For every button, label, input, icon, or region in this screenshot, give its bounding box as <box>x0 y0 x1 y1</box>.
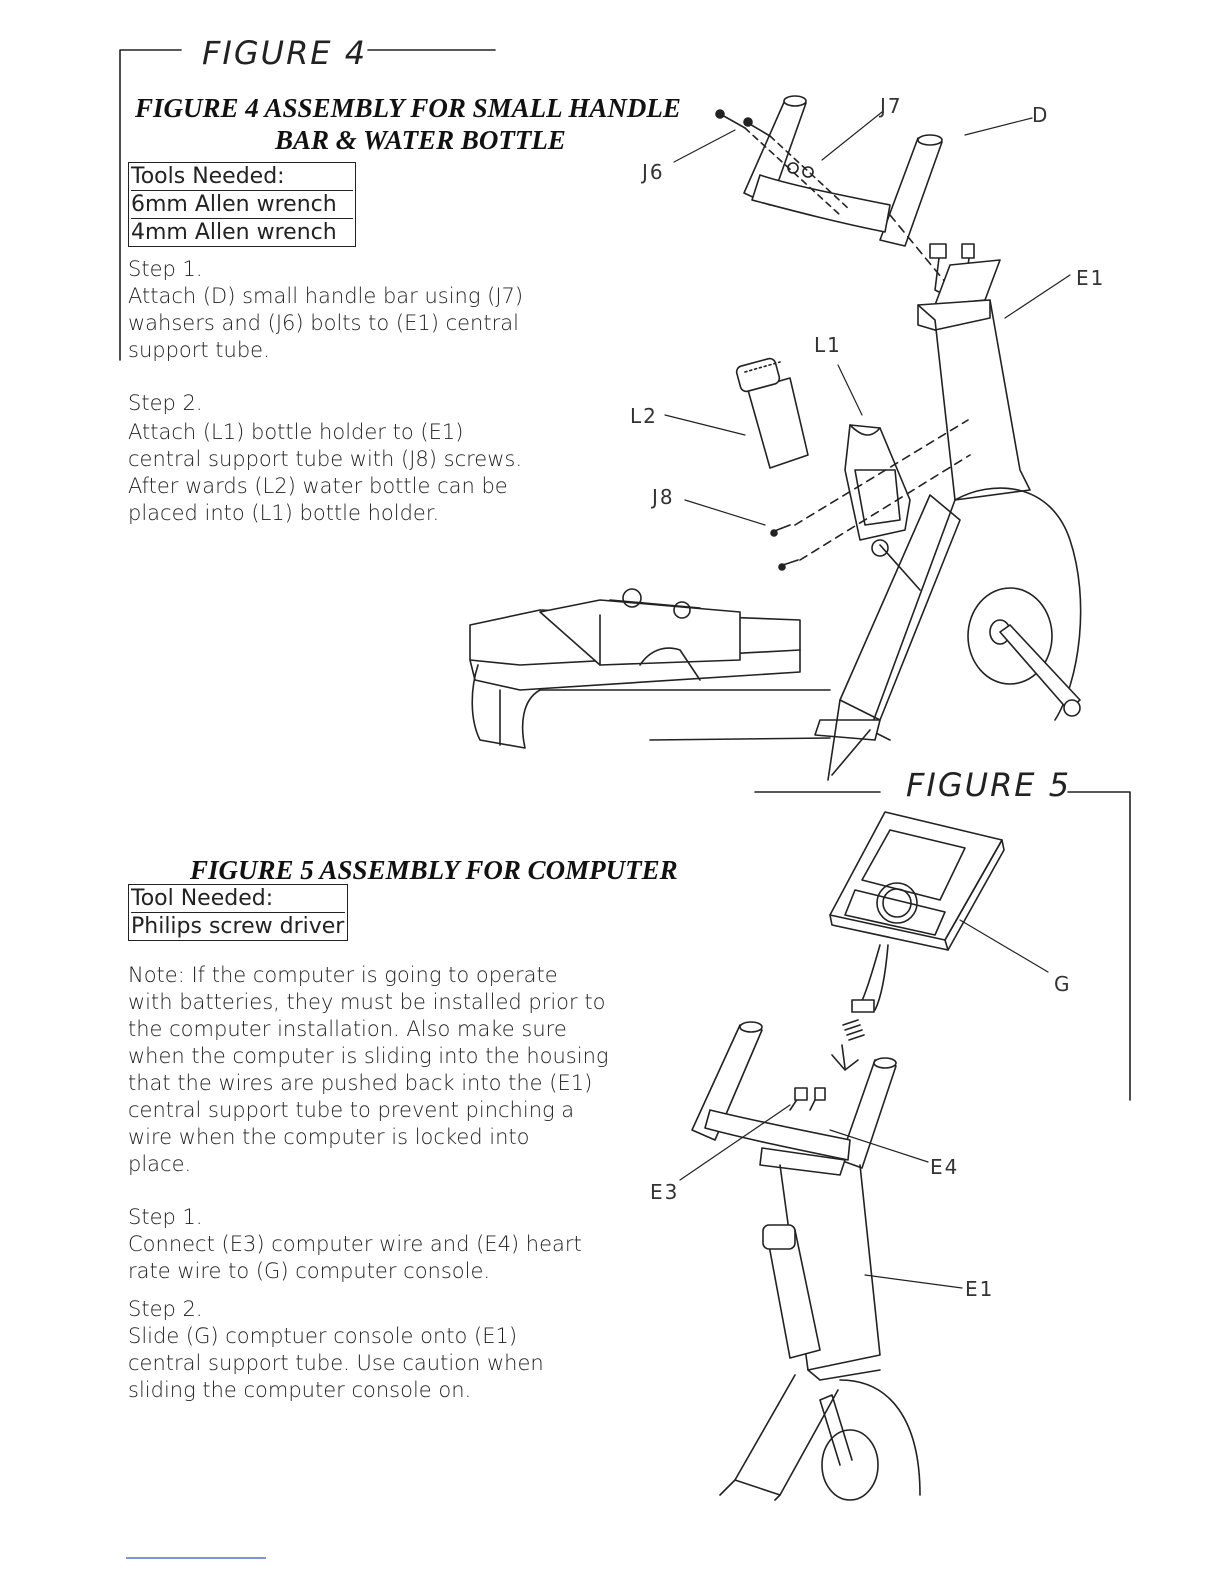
figure5-handwritten-label: FIGURE 5 <box>906 766 1072 804</box>
figure5-tools-box: Tool Needed: Philips screw driver <box>128 884 348 941</box>
tools-heading: Tool Needed: <box>131 886 274 911</box>
tool-item: Philips screw driver <box>131 912 345 939</box>
callout-l1: L1 <box>814 333 842 357</box>
callout-e4: E4 <box>930 1155 960 1179</box>
figure4-step1-text: Attach (D) small handle bar using (J7) w… <box>128 284 524 362</box>
figure5-tube-drawing <box>691 1021 921 1501</box>
figure5-step1-heading: Step 1. <box>128 1205 203 1229</box>
bottle-holder-l1-drawing <box>844 424 911 541</box>
callout-d: D <box>1032 103 1050 127</box>
tools-heading: Tools Needed: <box>131 164 285 189</box>
figure5-step2-text: Slide (G) comptuer console onto (E1) cen… <box>128 1324 544 1402</box>
callout-e1: E1 <box>1076 266 1106 290</box>
figure4-step2-text: Attach (L1) bottle holder to (E1) centra… <box>128 420 523 525</box>
figure5-title: FIGURE 5 ASSEMBLY FOR COMPUTER <box>190 855 678 885</box>
figure4-title-line2: BAR & WATER BOTTLE <box>275 125 566 155</box>
callout-l2: L2 <box>630 404 658 428</box>
figure4-frame <box>119 49 182 361</box>
central-tube-e1-drawing <box>814 299 1082 781</box>
figure5-step2-heading: Step 2. <box>128 1297 203 1321</box>
figure5-frame-right <box>1067 791 1131 1101</box>
seat-rail-drawing <box>469 588 831 749</box>
callout-leaders <box>664 111 1071 1289</box>
callout-e1-fig5: E1 <box>965 1277 995 1301</box>
figure4-title-line1: FIGURE 4 ASSEMBLY FOR SMALL HANDLE <box>135 93 681 123</box>
tool-item: 6mm Allen wrench <box>131 190 353 218</box>
figure5-step1-text: Connect (E3) computer wire and (E4) hear… <box>128 1232 582 1283</box>
figure4-tools-box: Tools Needed: 6mm Allen wrench 4mm Allen… <box>128 162 356 247</box>
handle-bar-d-drawing <box>743 95 943 247</box>
figure5-note: Note: If the computer is going to operat… <box>128 963 609 1176</box>
callout-g: G <box>1054 972 1072 996</box>
callout-j6: J6 <box>642 160 665 184</box>
figure4-handwritten-label: FIGURE 4 <box>202 34 368 72</box>
computer-console-g-drawing <box>829 811 1005 1071</box>
figure4-step2-heading: Step 2. <box>128 391 203 415</box>
callout-j8: J8 <box>652 485 675 509</box>
figure4-step1-heading: Step 1. <box>128 257 203 281</box>
callout-e3: E3 <box>650 1180 680 1204</box>
tool-item: 4mm Allen wrench <box>131 218 353 246</box>
water-bottle-l2-drawing <box>735 357 809 469</box>
callout-j7: J7 <box>880 94 903 118</box>
